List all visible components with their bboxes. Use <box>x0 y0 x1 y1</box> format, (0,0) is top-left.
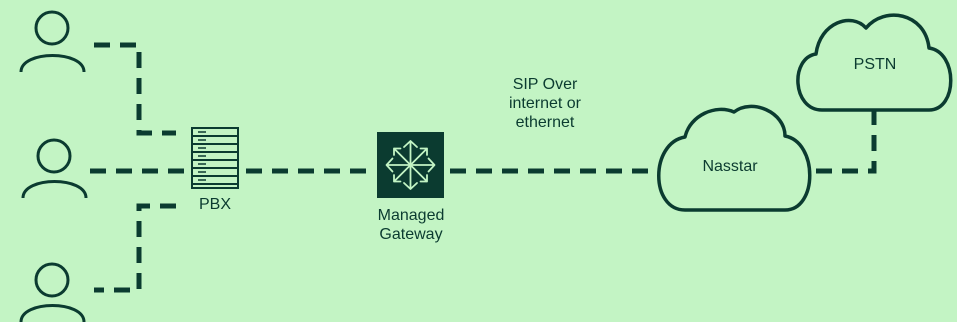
link-label: SIP Over internet or ethernet <box>508 76 582 131</box>
nasstar-pstn-link <box>816 110 877 174</box>
pbx-label: PBX <box>198 196 231 213</box>
user-icon <box>21 138 88 199</box>
cloud-icon <box>657 104 812 212</box>
cloud-icon <box>796 13 953 112</box>
bottom-user-connector <box>94 203 176 293</box>
pstn-label: PSTN <box>853 56 897 73</box>
server-rack-icon <box>191 127 239 189</box>
gateway-arrows-icon <box>377 132 444 198</box>
gateway-label: Managed Gateway <box>377 207 445 243</box>
user-icon <box>19 262 86 322</box>
nasstar-label: Nasstar <box>702 158 758 175</box>
top-user-connector <box>94 42 176 136</box>
user-icon <box>19 10 86 73</box>
